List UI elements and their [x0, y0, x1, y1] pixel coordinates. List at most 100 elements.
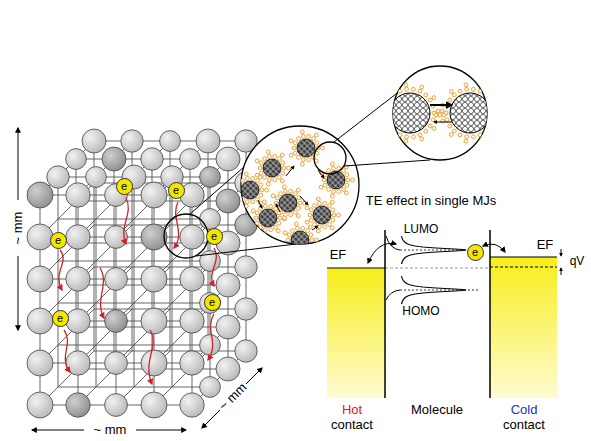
lattice-bond [134, 387, 172, 388]
ligand-shell [319, 162, 354, 198]
nanoparticle-sphere [141, 182, 167, 208]
lattice-bond [96, 219, 134, 220]
nanoparticle-sphere [105, 268, 128, 291]
ligand-atom [269, 204, 273, 208]
ligand-atom [389, 133, 393, 137]
dimension-arrow [18, 128, 262, 430]
nanoparticle-sphere [66, 225, 90, 249]
magnifier-lens [196, 244, 296, 256]
magnifier-lens [241, 139, 345, 249]
ligand-atom [283, 216, 287, 220]
ligand-atom [280, 153, 284, 157]
ligand-atom [331, 190, 335, 194]
level-label: HOMO [402, 305, 439, 318]
ligand-atom [271, 194, 275, 198]
nanoparticle-sphere [47, 166, 69, 188]
ligand-atom [330, 226, 334, 230]
ligand-shell [233, 172, 268, 208]
contact-label: Hot [342, 403, 362, 417]
ligand-atom [283, 189, 287, 193]
ligand-atom [289, 139, 293, 143]
nanoparticle-sphere [27, 392, 53, 418]
ligand-atom [412, 87, 416, 91]
ligand-atom [458, 89, 462, 93]
ligand-atom [265, 188, 269, 192]
ligand-atom [398, 133, 402, 137]
ligand-atom [251, 223, 255, 227]
lattice-bond [134, 261, 135, 303]
nanoparticle-sphere [66, 149, 87, 170]
ligand-atom [492, 111, 496, 115]
ligand-atom [452, 129, 456, 133]
ligand-atom [448, 124, 452, 128]
lattice-bond [58, 261, 59, 303]
level-label: LUMO [404, 223, 439, 236]
ligand-atom [280, 179, 284, 183]
magnifier-lens [434, 109, 446, 117]
lattice-bond [96, 261, 97, 303]
ligand-atom [337, 190, 341, 194]
ligand-atom [428, 124, 432, 128]
ligand-atom [428, 98, 432, 102]
ligand-atom [448, 98, 452, 102]
magnifier-lens [241, 126, 359, 244]
ligand-atom [274, 225, 278, 229]
electron-path [149, 330, 153, 384]
ligand-atom [337, 213, 341, 217]
ligand-atom [392, 93, 396, 97]
nanoparticle-sphere [105, 310, 128, 333]
nanoparticle-sphere [27, 308, 53, 334]
dimension-arrow [136, 430, 186, 431]
ligand-atom [316, 229, 320, 233]
ligand-atom [308, 251, 312, 255]
electron-path [59, 198, 216, 384]
electron-symbol: e [209, 297, 215, 308]
nanoparticle-sphere [196, 129, 220, 153]
ligand-atom [259, 161, 263, 165]
ligand-atom [330, 194, 334, 198]
ligand-atom [472, 87, 476, 91]
ligand-atom [465, 87, 469, 91]
ligand-atom [449, 133, 453, 137]
nanoparticle [297, 139, 315, 157]
energy-diagram [368, 243, 396, 263]
energy-diagram [384, 230, 386, 398]
ligand-atom [273, 178, 277, 182]
electron-path [124, 198, 129, 244]
lattice-bond [134, 219, 172, 220]
ligand-atom [388, 98, 392, 102]
ligand-atom [258, 166, 262, 170]
ligand-atom [293, 151, 297, 155]
ligand-atom [420, 137, 424, 141]
ligand-shell [255, 150, 290, 186]
energy-diagram [400, 290, 480, 291]
ligand-atom [254, 216, 258, 220]
lumo-level [402, 236, 466, 264]
lattice-bond [96, 261, 134, 262]
magnifier-lens [164, 126, 359, 258]
ligand-atom [327, 169, 331, 173]
ligand-atom [323, 225, 327, 229]
nanoparticle-sphere [216, 273, 240, 297]
ligand-atom [289, 153, 293, 157]
lattice-bond [58, 219, 96, 220]
magnifier-lens [344, 160, 430, 166]
lattice-bond [134, 345, 135, 387]
ligand-atom [260, 188, 264, 192]
electron-path [64, 330, 70, 372]
nanoparticle-sphere [66, 267, 90, 291]
nanoparticle-sphere [180, 149, 201, 170]
ligand-atom [464, 139, 468, 143]
ligand-atom [237, 193, 241, 197]
ligand-atom [381, 119, 385, 123]
nanoparticle-sphere [66, 309, 90, 333]
ligand-atom [281, 171, 285, 175]
ligand-atom [309, 218, 313, 222]
hop-arrow [286, 166, 294, 176]
ligand-atom [405, 87, 409, 91]
ligand-atom [449, 90, 453, 94]
ligand-shell [305, 197, 340, 233]
ligand-atom [282, 166, 286, 170]
molecular-bridge [438, 113, 442, 117]
nanoparticle-sphere [27, 350, 53, 376]
